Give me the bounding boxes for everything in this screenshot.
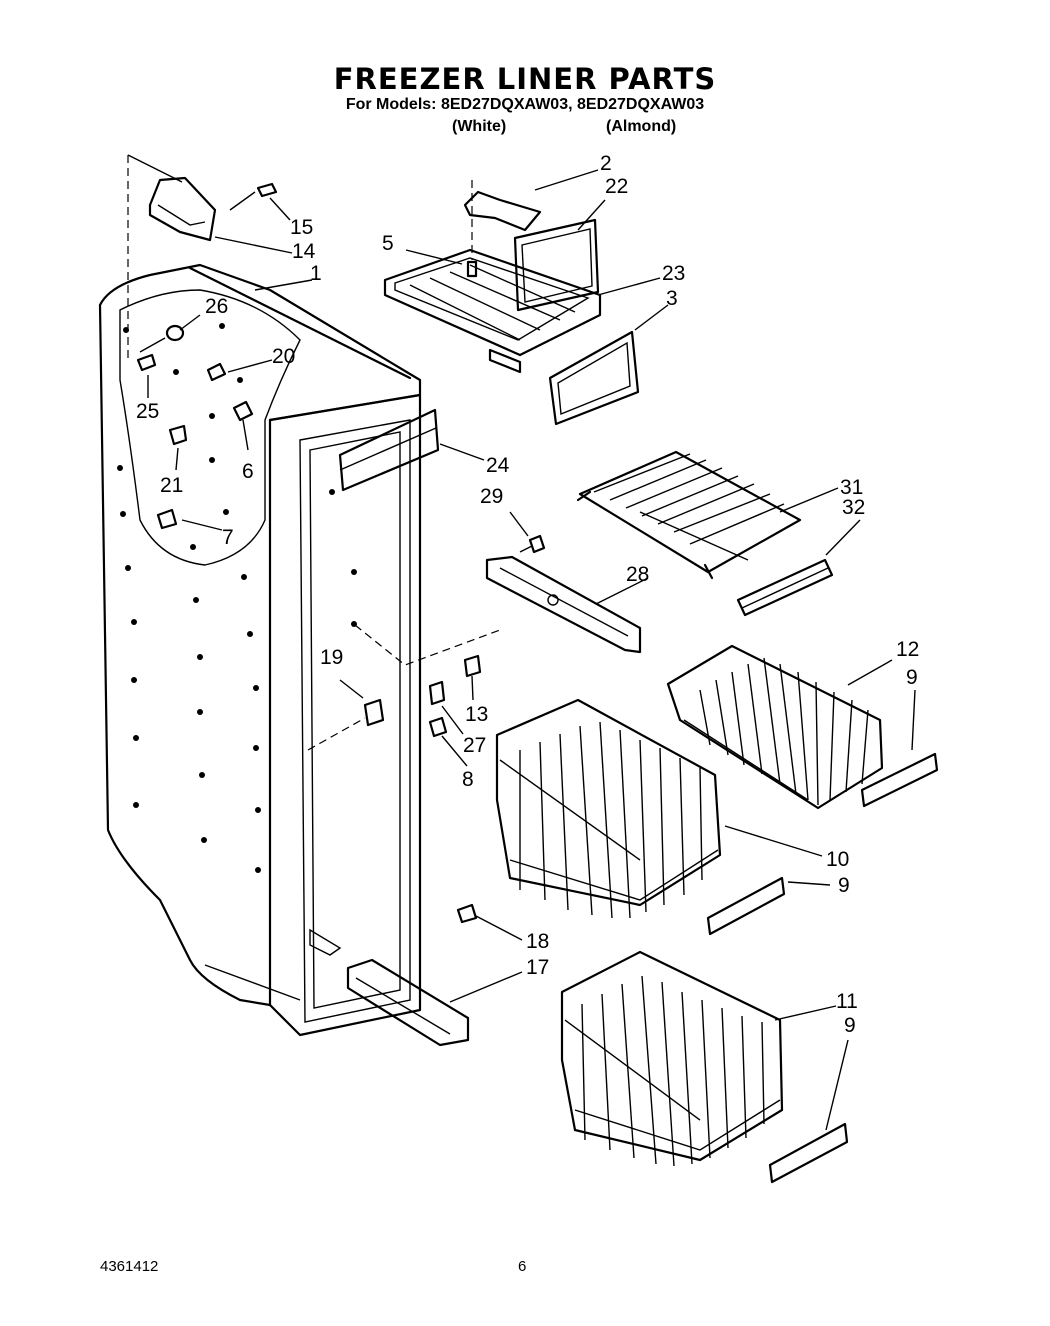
bottom-trim-17 xyxy=(346,958,470,1047)
callout-12: 12 xyxy=(896,638,919,661)
callout-15: 15 xyxy=(290,216,313,239)
callout-11: 11 xyxy=(836,990,858,1013)
ice-shelf-assembly xyxy=(383,180,640,426)
callout-7: 7 xyxy=(222,526,234,549)
trim-9-b xyxy=(706,876,786,936)
screw-29 xyxy=(519,534,546,554)
callout-9-c: 9 xyxy=(844,1014,856,1037)
callout-20: 20 xyxy=(272,345,295,368)
screw-18 xyxy=(456,903,478,924)
callout-5: 5 xyxy=(382,232,394,255)
component-7 xyxy=(156,508,178,530)
callout-32: 32 xyxy=(842,496,865,519)
models-line: For Models: 8ED27DQXAW03, 8ED27DQXAW03 xyxy=(345,96,705,113)
basket-11 xyxy=(560,950,784,1167)
callout-21: 21 xyxy=(160,474,183,497)
clip-19 xyxy=(363,698,385,727)
callout-labels: 2 22 5 23 3 15 14 1 26 20 25 6 21 7 24 2… xyxy=(136,152,919,1037)
bracket-28 xyxy=(485,555,642,654)
basket-10 xyxy=(495,698,722,919)
bracket-14 xyxy=(148,176,217,242)
wire-shelf-31 xyxy=(576,450,802,580)
callout-26: 26 xyxy=(205,295,228,318)
callout-31: 31 xyxy=(840,476,863,499)
callout-8: 8 xyxy=(462,768,474,791)
callout-9-b: 9 xyxy=(838,874,850,897)
callout-3: 3 xyxy=(666,287,678,310)
document-number: 4361412 xyxy=(100,1258,159,1275)
callout-27: 27 xyxy=(463,734,486,757)
callout-10: 10 xyxy=(826,848,849,871)
color-almond-label: (Almond) xyxy=(606,118,677,135)
callout-9-a: 9 xyxy=(906,666,918,689)
callout-25: 25 xyxy=(136,400,159,423)
trim-9-a xyxy=(860,752,939,808)
clip-27 xyxy=(428,680,446,706)
color-white-label: (White) xyxy=(452,118,507,135)
callout-29: 29 xyxy=(480,485,503,508)
leader-lines xyxy=(147,169,916,1131)
trim-9-c xyxy=(768,1122,849,1184)
component-21 xyxy=(168,424,188,446)
component-6 xyxy=(232,400,254,422)
callout-14: 14 xyxy=(292,240,316,263)
page-number: 6 xyxy=(518,1258,527,1275)
callout-17: 17 xyxy=(526,956,549,979)
shelf-trim-32 xyxy=(736,558,834,617)
clip-13 xyxy=(463,654,482,678)
callout-18: 18 xyxy=(526,930,549,953)
callout-23: 23 xyxy=(662,262,685,285)
callout-28: 28 xyxy=(626,563,649,586)
callout-24: 24 xyxy=(486,454,510,477)
callout-19: 19 xyxy=(320,646,343,669)
callout-6: 6 xyxy=(242,460,254,483)
screw-8 xyxy=(428,716,448,738)
basket-12 xyxy=(666,644,884,810)
component-26 xyxy=(139,324,185,353)
trim-24 xyxy=(338,408,440,492)
callout-2: 2 xyxy=(600,152,612,175)
freezer-liner-part xyxy=(98,154,422,1037)
page-title: FREEZER LINER PARTS xyxy=(333,62,717,96)
component-20 xyxy=(206,362,227,382)
callout-22: 22 xyxy=(605,175,628,198)
screw-15 xyxy=(229,182,278,211)
component-25 xyxy=(136,353,157,372)
callout-13: 13 xyxy=(465,703,488,726)
callout-1: 1 xyxy=(310,262,322,285)
